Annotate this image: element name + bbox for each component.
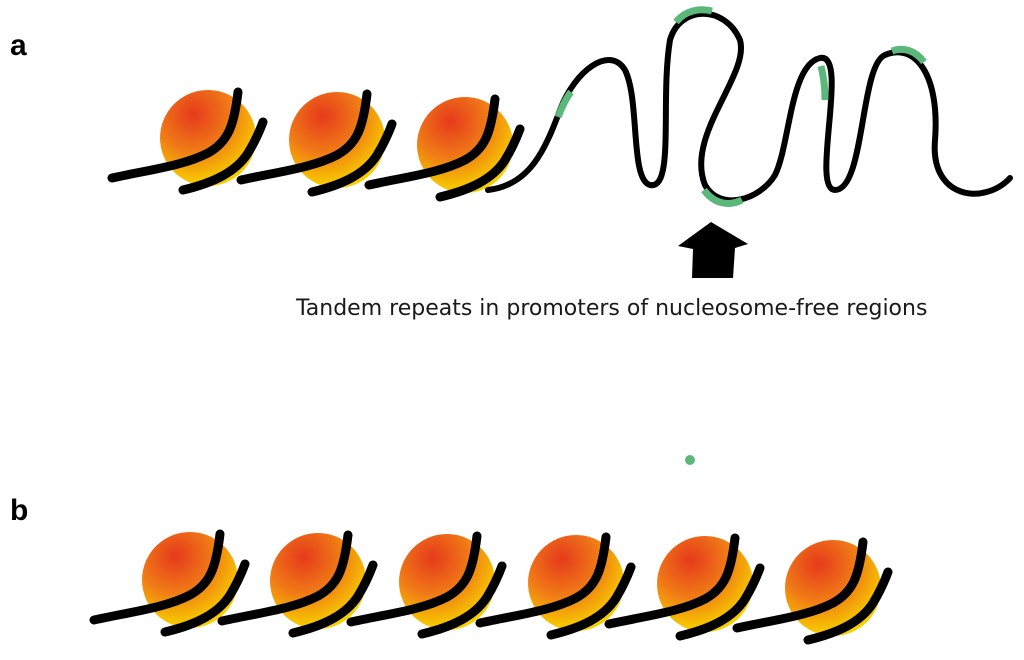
panel-b: b — [10, 494, 888, 640]
tandem-repeat-segment — [817, 65, 829, 101]
panel-b-label: b — [10, 494, 28, 527]
nucleosome-icon — [241, 92, 392, 192]
panel-a: a Tandem repeats in promoters of nucleos… — [10, 6, 1013, 321]
tandem-repeat-segment — [554, 89, 574, 119]
green-dot — [685, 455, 695, 465]
caption-text: Tandem repeats in promoters of nucleosom… — [295, 296, 927, 321]
tandem-repeat-segment — [701, 187, 744, 207]
panel-a-label: a — [10, 29, 27, 62]
nucleosome-icon — [369, 97, 520, 197]
nucleosome-icon — [737, 540, 888, 640]
up-arrow-icon — [678, 222, 748, 278]
nucleosome-icon — [112, 90, 263, 190]
nucleosome-row-a — [112, 90, 520, 197]
tandem-repeats — [554, 6, 927, 207]
nucleosome-icon — [609, 536, 760, 636]
nucleosome-row-b — [94, 532, 888, 640]
tandem-repeat-segment — [890, 45, 927, 65]
nucleosome-free-dna — [485, 10, 1013, 204]
tandem-repeat-segment — [673, 6, 713, 25]
